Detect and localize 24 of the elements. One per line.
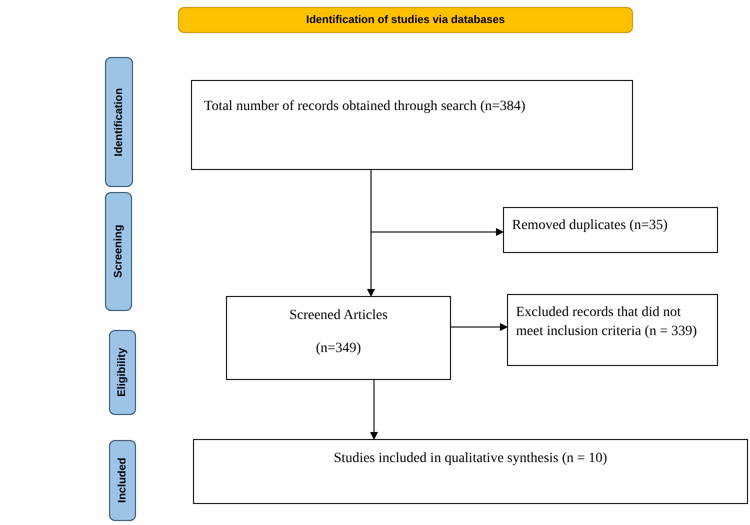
section-header-bar	[178, 7, 633, 33]
box-text: (n=349)	[316, 340, 362, 358]
header-text: Identification of studies via databases	[306, 12, 505, 28]
process-box	[226, 296, 451, 380]
phase-label: Included	[115, 458, 130, 504]
process-box	[191, 80, 633, 170]
phase-tab	[105, 57, 133, 187]
arrow	[450, 323, 508, 331]
exclusion-box	[507, 294, 718, 366]
exclusion-box	[503, 207, 718, 253]
phase-label: Identification	[112, 88, 126, 156]
arrow	[370, 380, 378, 440]
box-text: Removed duplicates (n=35)	[512, 217, 669, 235]
box-text: Excluded records that did not meet inclusion criteria (n = 339)	[516, 304, 698, 341]
phase-tab	[109, 330, 136, 415]
phase-label: Screening	[111, 224, 126, 278]
phase-tab	[105, 192, 132, 311]
box-text: Studies included in qualitative synthesis (n = 10)	[334, 450, 608, 468]
process-box	[193, 439, 748, 504]
box-text: Screened Articles	[289, 307, 388, 325]
arrow	[370, 170, 504, 236]
box-text: Total number of records obtained through search (n=384)	[204, 98, 526, 116]
phase-label: Eligibility	[115, 348, 130, 397]
phase-tab	[109, 440, 136, 521]
